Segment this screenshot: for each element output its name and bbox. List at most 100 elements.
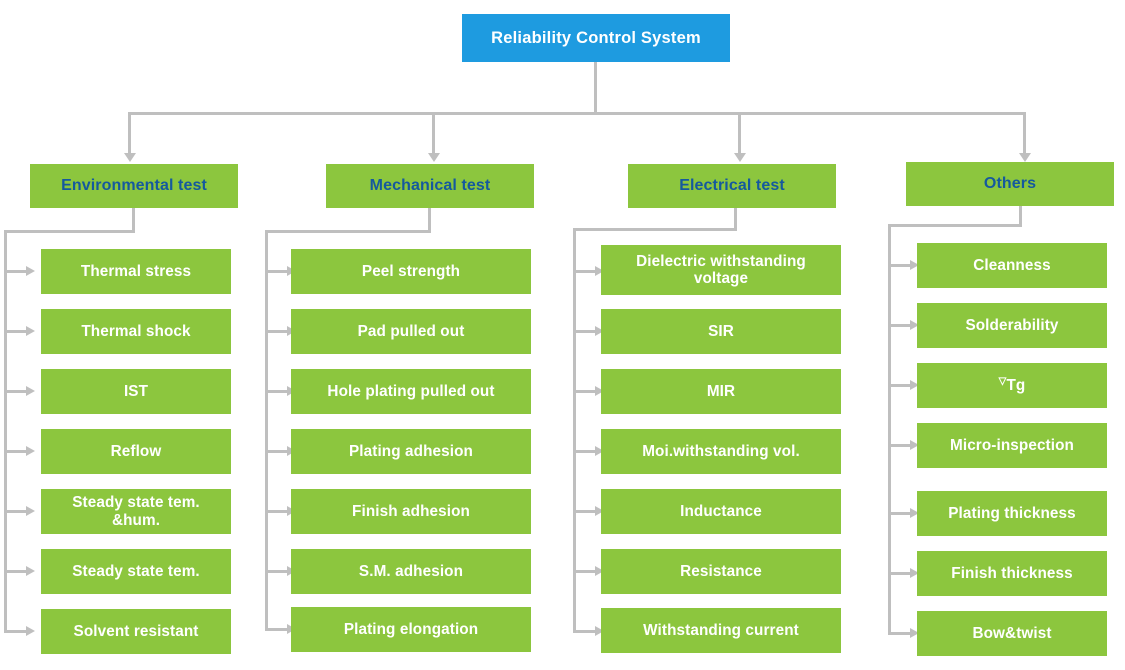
leaf-node-label: Moi.withstanding vol. [642, 442, 800, 460]
col1-arrow-1 [26, 266, 35, 276]
col3-arrow-1 [595, 266, 604, 276]
col4-branch-line [888, 512, 910, 515]
leaf-node[interactable]: Micro-inspection [917, 423, 1107, 468]
col2-branch-line [265, 450, 287, 453]
leaf-node[interactable]: Steady state tem. &hum. [41, 489, 231, 534]
col1-spine-line [4, 230, 7, 632]
col2-branch-line [265, 390, 287, 393]
drop-line-col3 [738, 112, 741, 153]
leaf-node[interactable]: Thermal shock [41, 309, 231, 354]
category-header-label: Electrical test [679, 176, 785, 194]
col3-branch-line [573, 450, 595, 453]
col1-arrow-4 [26, 446, 35, 456]
leaf-node-label: Pad pulled out [357, 322, 465, 340]
leaf-node[interactable]: Reflow [41, 429, 231, 474]
leaf-node[interactable]: S.M. adhesion [291, 549, 531, 594]
col1-arrow-5 [26, 506, 35, 516]
leaf-node[interactable]: Steady state tem. [41, 549, 231, 594]
leaf-node-label: Steady state tem. &hum. [72, 494, 200, 529]
col1-branch-line [4, 330, 26, 333]
leaf-node[interactable]: Thermal stress [41, 249, 231, 294]
arrow-down-col4 [1018, 153, 1031, 162]
leaf-node-label: Thermal stress [80, 262, 192, 280]
col4-spine-line [888, 224, 891, 633]
col4-branch-line [888, 324, 910, 327]
col1-arrow-7 [26, 626, 35, 636]
leaf-node-label: Finish adhesion [352, 502, 470, 520]
col2-spine-line [265, 230, 268, 630]
col4-arrow-3 [910, 380, 919, 390]
leaf-node[interactable]: SIR [601, 309, 841, 354]
col4-branch-line [888, 632, 910, 635]
col1-branch-line [4, 390, 26, 393]
col2-branch-line [265, 570, 287, 573]
leaf-node[interactable]: Cleanness [917, 243, 1107, 288]
leaf-node-label: Cleanness [973, 256, 1051, 274]
col2-elbow-line [265, 230, 431, 233]
drop-line-col4 [1023, 112, 1026, 153]
category-header-mechanical-test[interactable]: Mechanical test [326, 164, 534, 208]
col2-branch-line [265, 270, 287, 273]
col3-arrow-7 [595, 626, 604, 636]
col3-arrow-4 [595, 446, 604, 456]
leaf-node[interactable]: Pad pulled out [291, 309, 531, 354]
leaf-node-label: Peel strength [361, 262, 461, 280]
level2-bus-line [128, 112, 1026, 115]
category-header-others[interactable]: Others [906, 162, 1114, 206]
col3-header-stem [734, 208, 737, 230]
col4-branch-line [888, 444, 910, 447]
col3-branch-line [573, 330, 595, 333]
col1-branch-line [4, 270, 26, 273]
col4-arrow-7 [910, 628, 919, 638]
col3-spine-line [573, 228, 576, 632]
col4-arrow-1 [910, 260, 919, 270]
col3-arrow-3 [595, 386, 604, 396]
leaf-node[interactable]: Dielectric withstanding voltage [601, 245, 841, 295]
leaf-node[interactable]: Finish thickness [917, 551, 1107, 596]
leaf-node[interactable]: Moi.withstanding vol. [601, 429, 841, 474]
col3-branch-line [573, 510, 595, 513]
col1-branch-line [4, 570, 26, 573]
col1-branch-line [4, 510, 26, 513]
leaf-node-label: Withstanding current [643, 621, 799, 639]
leaf-node[interactable]: Plating elongation [291, 607, 531, 652]
col4-branch-line [888, 572, 910, 575]
col4-arrow-6 [910, 568, 919, 578]
category-header-electrical-test[interactable]: Electrical test [628, 164, 836, 208]
leaf-node[interactable]: MIR [601, 369, 841, 414]
col2-branch-line [265, 628, 287, 631]
leaf-node[interactable]: Solvent resistant [41, 609, 231, 654]
col1-header-stem [132, 208, 135, 232]
col2-branch-line [265, 330, 287, 333]
leaf-node-label: S.M. adhesion [358, 562, 464, 580]
leaf-node-label: Inductance [680, 502, 762, 520]
col4-branch-line [888, 264, 910, 267]
leaf-node[interactable]: ▽Tg [917, 363, 1107, 408]
leaf-node[interactable]: Finish adhesion [291, 489, 531, 534]
leaf-node[interactable]: Bow&twist [917, 611, 1107, 656]
leaf-node[interactable]: Solderability [917, 303, 1107, 348]
col3-arrow-6 [595, 566, 604, 576]
col3-branch-line [573, 570, 595, 573]
col1-branch-line [4, 450, 26, 453]
leaf-node[interactable]: Plating thickness [917, 491, 1107, 536]
col1-elbow-line [4, 230, 135, 233]
leaf-node-label: MIR [706, 382, 736, 400]
leaf-node[interactable]: Inductance [601, 489, 841, 534]
leaf-node[interactable]: Hole plating pulled out [291, 369, 531, 414]
category-header-environmental-test[interactable]: Environmental test [30, 164, 238, 208]
leaf-node[interactable]: IST [41, 369, 231, 414]
leaf-node[interactable]: Plating adhesion [291, 429, 531, 474]
leaf-node-label: Solderability [965, 316, 1059, 334]
leaf-node-label: IST [123, 382, 149, 400]
col4-elbow-line [888, 224, 1022, 227]
leaf-node-label: Micro-inspection [950, 436, 1074, 454]
leaf-node[interactable]: Peel strength [291, 249, 531, 294]
leaf-node[interactable]: Withstanding current [601, 608, 841, 653]
leaf-node[interactable]: Resistance [601, 549, 841, 594]
root-node[interactable]: Reliability Control System [462, 14, 730, 62]
col1-branch-line [4, 630, 26, 633]
category-header-label: Others [983, 174, 1037, 192]
root-stem-line [594, 62, 597, 112]
